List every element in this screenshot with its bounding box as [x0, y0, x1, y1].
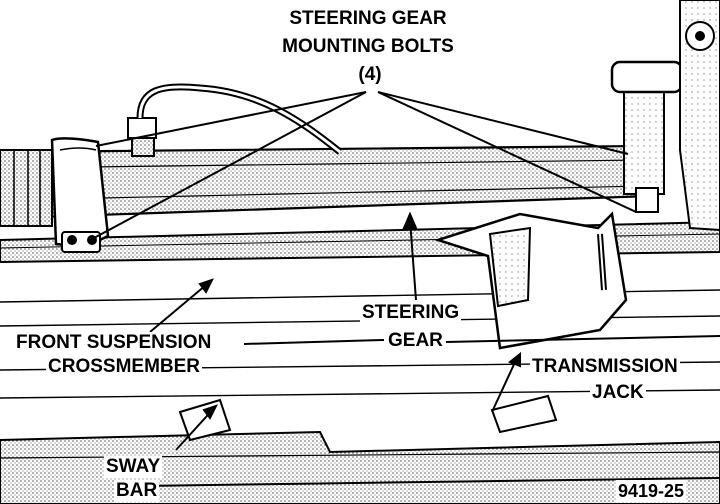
label-bar-line2: BAR [114, 480, 160, 502]
label-front-suspension-line1: FRONT SUSPENSION [14, 332, 214, 354]
steering-gear-housing [0, 0, 720, 253]
label-steering-gear-mounting-bolts-line2: MOUNTING BOLTS [268, 36, 468, 58]
transmission-jack-bracket [433, 211, 628, 350]
leader-lines [93, 91, 720, 487]
label-gear-line2: GEAR [386, 330, 445, 352]
label-sway-line1: SWAY [104, 456, 163, 478]
label-transmission-line1: TRANSMISSION [530, 356, 680, 378]
label-steering-line1: STEERING [360, 302, 462, 324]
label-crossmember-line2: CROSSMEMBER [46, 356, 203, 378]
label-steering-gear-mounting-bolts-line1: STEERING GEAR [278, 8, 458, 30]
sway-bar [0, 394, 720, 504]
figure-number: 9419-25 [616, 480, 687, 502]
label-jack-line2: JACK [590, 382, 646, 404]
label-steering-gear-mounting-bolts-count: (4) [354, 64, 386, 86]
